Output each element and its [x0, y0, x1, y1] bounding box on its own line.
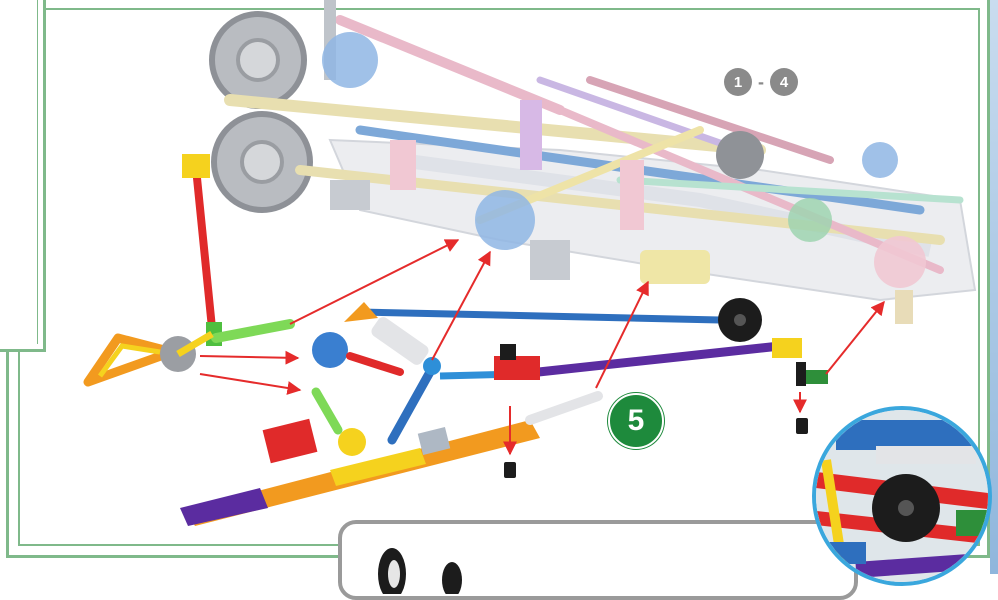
rod-blue-icon [356, 308, 724, 324]
gear-blue-icon [312, 332, 348, 368]
step-range-start: 1 [724, 68, 752, 96]
next-step-frame [338, 520, 858, 600]
detail-zoom-circle [812, 406, 992, 586]
rubber-tire-icon [378, 548, 462, 594]
completed-model [209, 0, 977, 324]
rubber-tire-icon [500, 344, 516, 360]
rod-red-icon [192, 164, 216, 332]
assembly-arrows [199, 239, 885, 456]
right-edge-strip [990, 0, 998, 574]
rubber-tire-icon [504, 462, 516, 478]
assembly-illustration [83, 0, 977, 526]
connector-yellow-icon [640, 250, 710, 284]
current-step-badge: 5 [608, 393, 664, 449]
rubber-tire-icon [796, 418, 808, 434]
completed-steps-range: 1 - 4 [724, 66, 798, 98]
connector-blue-icon [322, 32, 378, 88]
detail-zoom-image [816, 410, 988, 582]
connector-yellow-icon [182, 154, 210, 178]
step-5-parts [83, 154, 828, 526]
left-side-panel [0, 0, 46, 352]
step-range-end: 4 [770, 68, 798, 96]
step-range-separator: - [758, 71, 764, 92]
connector-gray-icon [716, 131, 764, 179]
rod-purple-icon [515, 341, 785, 379]
